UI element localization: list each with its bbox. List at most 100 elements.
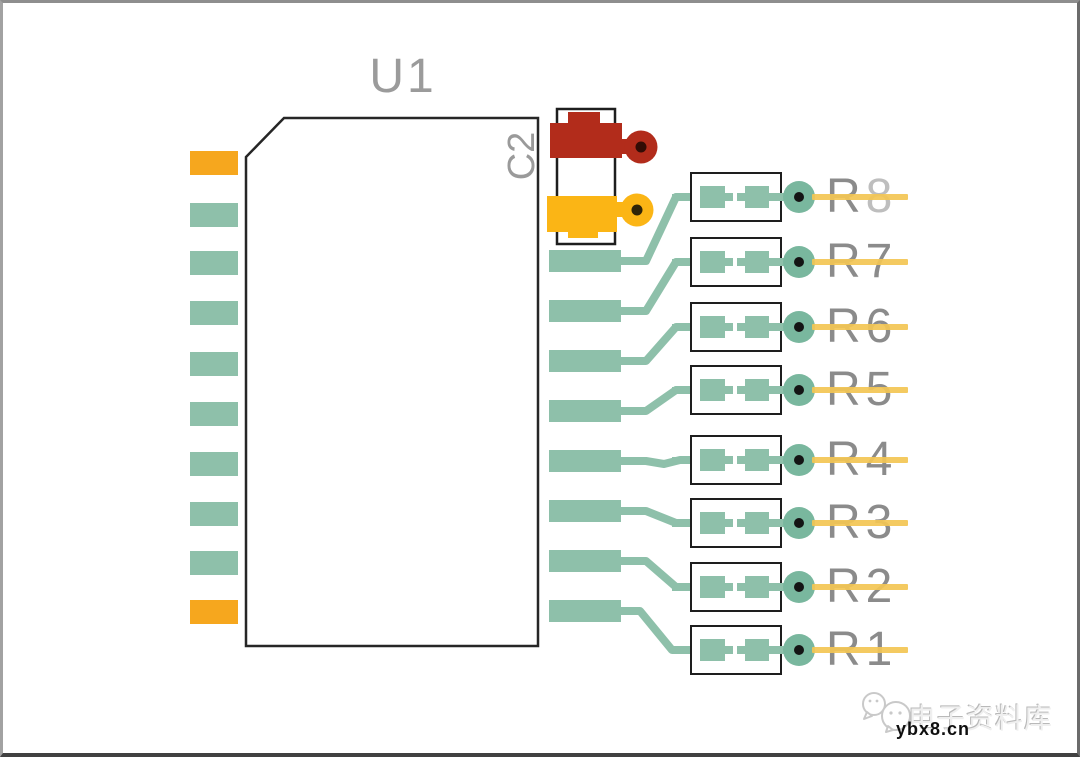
left-pad-10-orange (190, 600, 238, 624)
right-pad-5 (549, 450, 621, 472)
via-stub (769, 583, 791, 591)
footprint-entry-stub (672, 387, 702, 394)
yellow-terminal-hole (631, 204, 643, 216)
net-line-r2 (812, 584, 908, 590)
footprint-pad-right (745, 512, 769, 534)
footprint-pad-right (745, 316, 769, 338)
pad-stub (737, 323, 745, 331)
net-line-r6 (812, 324, 908, 330)
chip-outline (244, 116, 540, 648)
drill-hole (794, 455, 804, 465)
red-terminal-hole (635, 141, 647, 153)
via-stub (769, 258, 791, 266)
via-stub (769, 646, 791, 654)
footprint-pad-left (700, 186, 725, 208)
pad-stub (725, 583, 733, 591)
right-pad-2 (549, 300, 621, 322)
pad-stub (737, 193, 745, 201)
c2-label: C2 (501, 131, 543, 181)
pad-stub (725, 646, 733, 654)
right-pad-1 (549, 250, 621, 272)
drill-hole (794, 645, 804, 655)
footprint-pad-right (745, 186, 769, 208)
trace-r6 (614, 323, 702, 365)
trace-r7 (614, 258, 702, 315)
left-pad-7 (190, 452, 238, 476)
footprint-pad-right (745, 379, 769, 401)
pad-stub (737, 646, 745, 654)
pad-stub (725, 323, 733, 331)
right-pad-4 (549, 400, 621, 422)
pad-stub (725, 193, 733, 201)
net-line-r5 (812, 387, 908, 393)
footprint-pad-left (700, 512, 725, 534)
left-pad-4 (190, 301, 238, 325)
pad-stub (737, 386, 745, 394)
via-pad-r4 (783, 444, 815, 476)
pad-stub (725, 386, 733, 394)
net-line-r1 (812, 647, 908, 653)
drill-hole (794, 385, 804, 395)
pad-stub (737, 583, 745, 591)
watermark-text: 电子资料库 (908, 703, 1054, 734)
right-pad-8 (549, 600, 621, 622)
pad-stub (737, 258, 745, 266)
footprint-pad-right (745, 251, 769, 273)
c2-footprint-outline (555, 107, 617, 246)
via-pad-r1 (783, 634, 815, 666)
footprint-pad-left (700, 639, 725, 661)
via-pad-r2 (783, 571, 815, 603)
resistor-footprint-r1 (690, 625, 791, 675)
net-line-r3 (812, 520, 908, 526)
footprint-entry-stub (672, 520, 702, 527)
footprint-pad-left (700, 576, 725, 598)
drill-hole (794, 322, 804, 332)
c2-terminal-yellow (547, 193, 654, 238)
left-pad-2 (190, 203, 238, 227)
pad-stub (737, 456, 745, 464)
footprint-pad-left (700, 379, 725, 401)
drill-hole (794, 257, 804, 267)
watermark-site: ybx8.cn (896, 719, 971, 739)
pad-stub (725, 258, 733, 266)
drill-hole (794, 518, 804, 528)
via-stub (769, 386, 791, 394)
resistor-footprint-r5 (690, 365, 791, 415)
via-stub (769, 193, 791, 201)
chip-label: U1 (369, 50, 437, 103)
footprint-entry-stub (672, 584, 702, 591)
left-pad-5 (190, 352, 238, 376)
footprint-entry-stub (672, 457, 702, 464)
footprint-pad-left (700, 251, 725, 273)
footprint-entry-stub (672, 324, 702, 331)
footprint-pad-right (745, 639, 769, 661)
via-pad-r7 (783, 246, 815, 278)
net-line-r8 (812, 194, 908, 200)
pad-stub (725, 519, 733, 527)
resistor-footprint-r2 (690, 562, 791, 612)
resistor-footprint-r4 (690, 435, 791, 485)
left-pad-6 (190, 402, 238, 426)
via-pad-r6 (783, 311, 815, 343)
resistor-footprint-r3 (690, 498, 791, 548)
resistor-footprint-r7 (690, 237, 791, 287)
pad-stub (725, 456, 733, 464)
left-pad-1-orange (190, 151, 238, 175)
right-pad-6 (549, 500, 621, 522)
via-pad-r5 (783, 374, 815, 406)
resistor-footprint-r8 (690, 172, 791, 222)
right-pad-7 (549, 550, 621, 572)
via-stub (769, 456, 791, 464)
drill-hole (794, 582, 804, 592)
net-line-r7 (812, 259, 908, 265)
resistor-footprint-r6 (690, 302, 791, 352)
footprint-entry-stub (672, 647, 702, 654)
pad-stub (737, 519, 745, 527)
chat-bubbles-icon (862, 692, 911, 733)
footprint-pad-left (700, 449, 725, 471)
drill-hole (794, 192, 804, 202)
footprint-entry-stub (672, 259, 702, 266)
left-pad-3 (190, 251, 238, 275)
